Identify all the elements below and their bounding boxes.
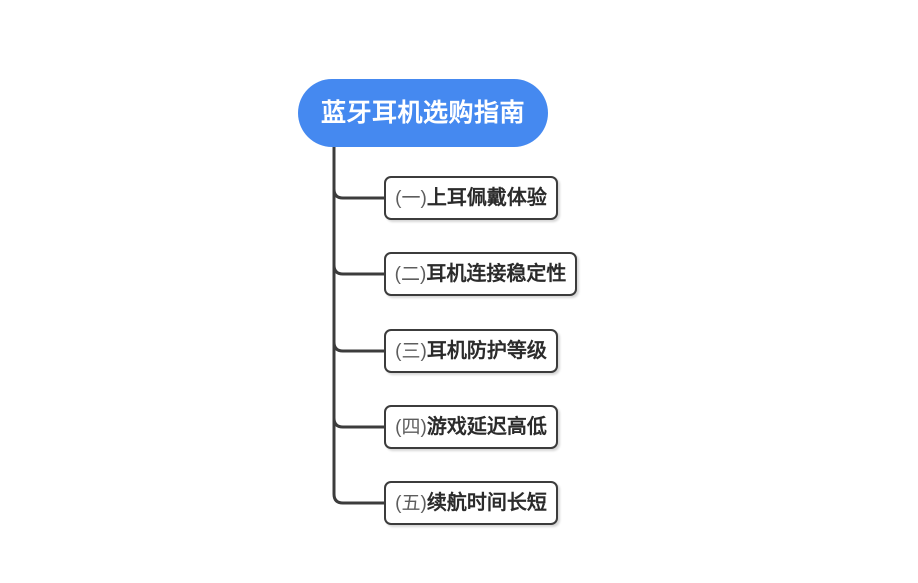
- root-node-label: 蓝牙耳机选购指南: [320, 98, 525, 127]
- connector-branch-3: [332, 341, 384, 353]
- connector-branch-2: [332, 264, 384, 276]
- child-node-3-label: (三)耳机防护等级: [395, 341, 547, 361]
- child-node-3-title: 耳机防护等级: [426, 340, 547, 362]
- child-node-2-title: 耳机连接稳定性: [426, 263, 567, 285]
- child-node-4-label: (四)游戏延迟高低: [395, 417, 547, 437]
- child-node-1-title: 上耳佩戴体验: [426, 187, 547, 209]
- root-node[interactable]: 蓝牙耳机选购指南: [298, 79, 548, 147]
- child-node-4-title: 游戏延迟高低: [426, 416, 547, 438]
- connector-branch-1: [332, 188, 384, 200]
- child-node-5-label: (五)续航时间长短: [395, 493, 547, 513]
- child-node-5-index: (五): [395, 493, 427, 514]
- child-node-4-index: (四): [395, 417, 427, 438]
- child-node-1-index: (一): [395, 188, 427, 209]
- child-node-2-label: (二)耳机连接稳定性: [395, 264, 567, 284]
- connector-branch-4: [332, 417, 384, 429]
- child-node-2-index: (二): [394, 264, 427, 285]
- child-node-1-label: (一)上耳佩戴体验: [395, 188, 547, 208]
- child-node-3-index: (三): [395, 341, 427, 362]
- child-node-1[interactable]: (一)上耳佩戴体验: [384, 176, 558, 220]
- child-node-5[interactable]: (五)续航时间长短: [384, 481, 558, 525]
- child-node-4[interactable]: (四)游戏延迟高低: [384, 405, 558, 449]
- connector-branch-5: [332, 493, 384, 505]
- child-node-3[interactable]: (三)耳机防护等级: [384, 329, 558, 373]
- child-node-2[interactable]: (二)耳机连接稳定性: [384, 252, 577, 296]
- child-node-5-title: 续航时间长短: [426, 492, 547, 514]
